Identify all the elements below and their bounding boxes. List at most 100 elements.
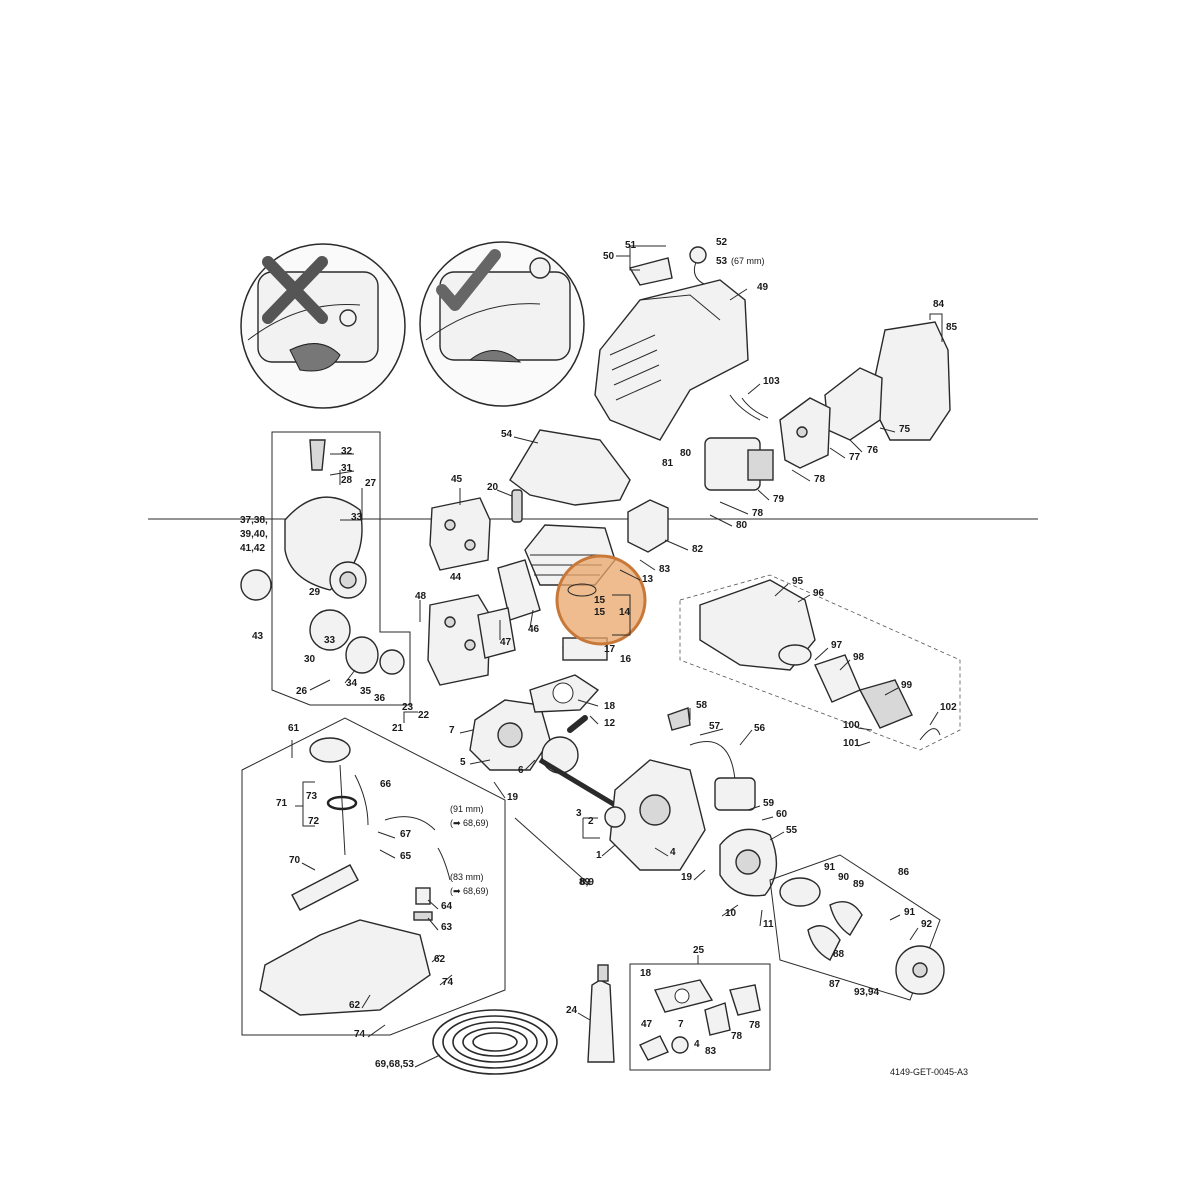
part-label-l86: 86 bbox=[898, 867, 910, 878]
part-label-l103: 103 bbox=[763, 376, 780, 387]
part-label-l10: 10 bbox=[725, 908, 737, 919]
crankcase-left bbox=[469, 674, 600, 771]
part-label-l11: 11 bbox=[763, 919, 774, 930]
part-label-l33b: 33 bbox=[324, 635, 336, 646]
part-label-l50: 50 bbox=[603, 251, 615, 262]
part-label-l80a: 80 bbox=[680, 448, 692, 459]
part-label-l74b: 74 bbox=[354, 1029, 366, 1040]
muffler-45 bbox=[429, 497, 491, 571]
dimension-91mm: (91 mm) bbox=[450, 804, 484, 814]
check-mark-icon bbox=[436, 249, 501, 311]
part-label-l96: 96 bbox=[813, 588, 825, 599]
part-label-l19a: 19 bbox=[507, 792, 519, 803]
part-label-l83a: 83 bbox=[659, 564, 671, 575]
part-label-l101: 101 bbox=[843, 738, 860, 749]
part-label-l18a: 18 bbox=[604, 701, 616, 712]
part-label-l48: 48 bbox=[415, 591, 427, 602]
document-code: 4149-GET-0045-A3 bbox=[890, 1067, 968, 1077]
carburetor bbox=[704, 394, 774, 491]
part-label-l35: 35 bbox=[360, 686, 372, 697]
dimension-67mm: (67 mm) bbox=[731, 256, 765, 266]
part-label-l58: 58 bbox=[696, 700, 708, 711]
part-label-l32: 32 bbox=[341, 446, 353, 457]
part-label-l5: 5 bbox=[460, 757, 466, 768]
part-label-l28: 28 bbox=[341, 475, 353, 486]
part-label-l44: 44 bbox=[450, 572, 462, 583]
part-label-l4: 4 bbox=[670, 847, 676, 858]
part-label-l62a: 62 bbox=[434, 954, 446, 965]
part-label-l83b: 83 bbox=[705, 1046, 717, 1057]
part-label-l62b: 62 bbox=[349, 1000, 361, 1011]
part-label-l53: 53 bbox=[716, 256, 728, 267]
part-label-l33a: 33 bbox=[351, 512, 363, 523]
muffler-44 bbox=[427, 594, 491, 686]
part-label-l72: 72 bbox=[308, 816, 320, 827]
part-label-l98: 98 bbox=[853, 652, 865, 663]
gasket-set-box bbox=[629, 963, 771, 1071]
part-label-l78c: 78 bbox=[731, 1031, 743, 1042]
crankshaft bbox=[538, 715, 617, 808]
highlight-piston-rings bbox=[555, 554, 647, 646]
part-label-l92: 92 bbox=[921, 919, 933, 930]
engine-cover-assembly bbox=[594, 246, 749, 441]
part-label-l21: 21 bbox=[392, 723, 404, 734]
part-label-l17: 17 bbox=[604, 644, 616, 655]
part-label-l61: 61 bbox=[288, 723, 300, 734]
part-label-l12: 12 bbox=[604, 718, 616, 729]
part-label-l85: 85 bbox=[946, 322, 958, 333]
part-label-l46: 46 bbox=[528, 624, 540, 635]
part-label-l91a: 91 bbox=[824, 862, 836, 873]
part-label-l100: 100 bbox=[843, 720, 860, 731]
part-label-l59: 59 bbox=[763, 798, 775, 809]
fuel-system-box bbox=[241, 717, 506, 1036]
part-label-l79: 79 bbox=[773, 494, 785, 505]
part-label-l47b: 47 bbox=[641, 1019, 653, 1030]
part-label-l95: 95 bbox=[792, 576, 804, 587]
part-label-l84: 84 bbox=[933, 299, 945, 310]
part-label-l102: 102 bbox=[940, 702, 957, 713]
part-label-l51: 51 bbox=[625, 240, 637, 251]
part-label-l70: 70 bbox=[289, 855, 301, 866]
grease-tube bbox=[587, 964, 615, 1063]
part-label-l73: 73 bbox=[306, 791, 318, 802]
part-label-l75: 75 bbox=[899, 424, 911, 435]
part-label-l64: 64 bbox=[441, 901, 453, 912]
gasket-47 bbox=[477, 607, 516, 659]
part-label-l13: 13 bbox=[642, 574, 654, 585]
part-label-l3: 3 bbox=[576, 808, 582, 819]
part-label-l26: 26 bbox=[296, 686, 308, 697]
reference-68-69-b: (➡ 68,69) bbox=[450, 886, 489, 896]
part-label-l82: 82 bbox=[692, 544, 704, 555]
part-label-l14: 14 bbox=[619, 607, 631, 618]
flywheel bbox=[719, 828, 778, 897]
part-label-l66: 66 bbox=[380, 779, 392, 790]
air-filter-housing bbox=[779, 321, 951, 469]
part-label-l63: 63 bbox=[441, 922, 453, 933]
part-label-l78a: 78 bbox=[814, 474, 826, 485]
part-label-l49: 49 bbox=[757, 282, 769, 293]
part-label-l47a: 47 bbox=[500, 637, 512, 648]
part-label-l25: 25 bbox=[693, 945, 705, 956]
part-label-l24: 24 bbox=[566, 1005, 578, 1016]
part-label-l36: 36 bbox=[374, 693, 386, 704]
part-label-l19b: 19 bbox=[681, 872, 693, 883]
starter-assembly-box bbox=[240, 431, 411, 706]
part-label-l67: 67 bbox=[400, 829, 412, 840]
leader-lines bbox=[291, 245, 943, 1068]
part-label-l71: 71 bbox=[276, 798, 288, 809]
part-label-l65: 65 bbox=[400, 851, 412, 862]
part-label-l60: 60 bbox=[776, 809, 788, 820]
part-label-l80b: 80 bbox=[736, 520, 748, 531]
part-label-l2a: 2 bbox=[588, 816, 594, 827]
part-label-l87: 87 bbox=[829, 979, 841, 990]
part-label-l23: 23 bbox=[402, 702, 414, 713]
inset-correct-installation bbox=[419, 241, 585, 407]
part-label-l89b: 89 bbox=[853, 879, 865, 890]
part-label-l3738: 37,38, bbox=[240, 515, 268, 526]
part-label-l3940: 39,40, bbox=[240, 529, 268, 540]
part-label-l4b: 4 bbox=[694, 1039, 700, 1050]
part-label-l76: 76 bbox=[867, 445, 879, 456]
part-label-l78d: 78 bbox=[749, 1020, 761, 1031]
